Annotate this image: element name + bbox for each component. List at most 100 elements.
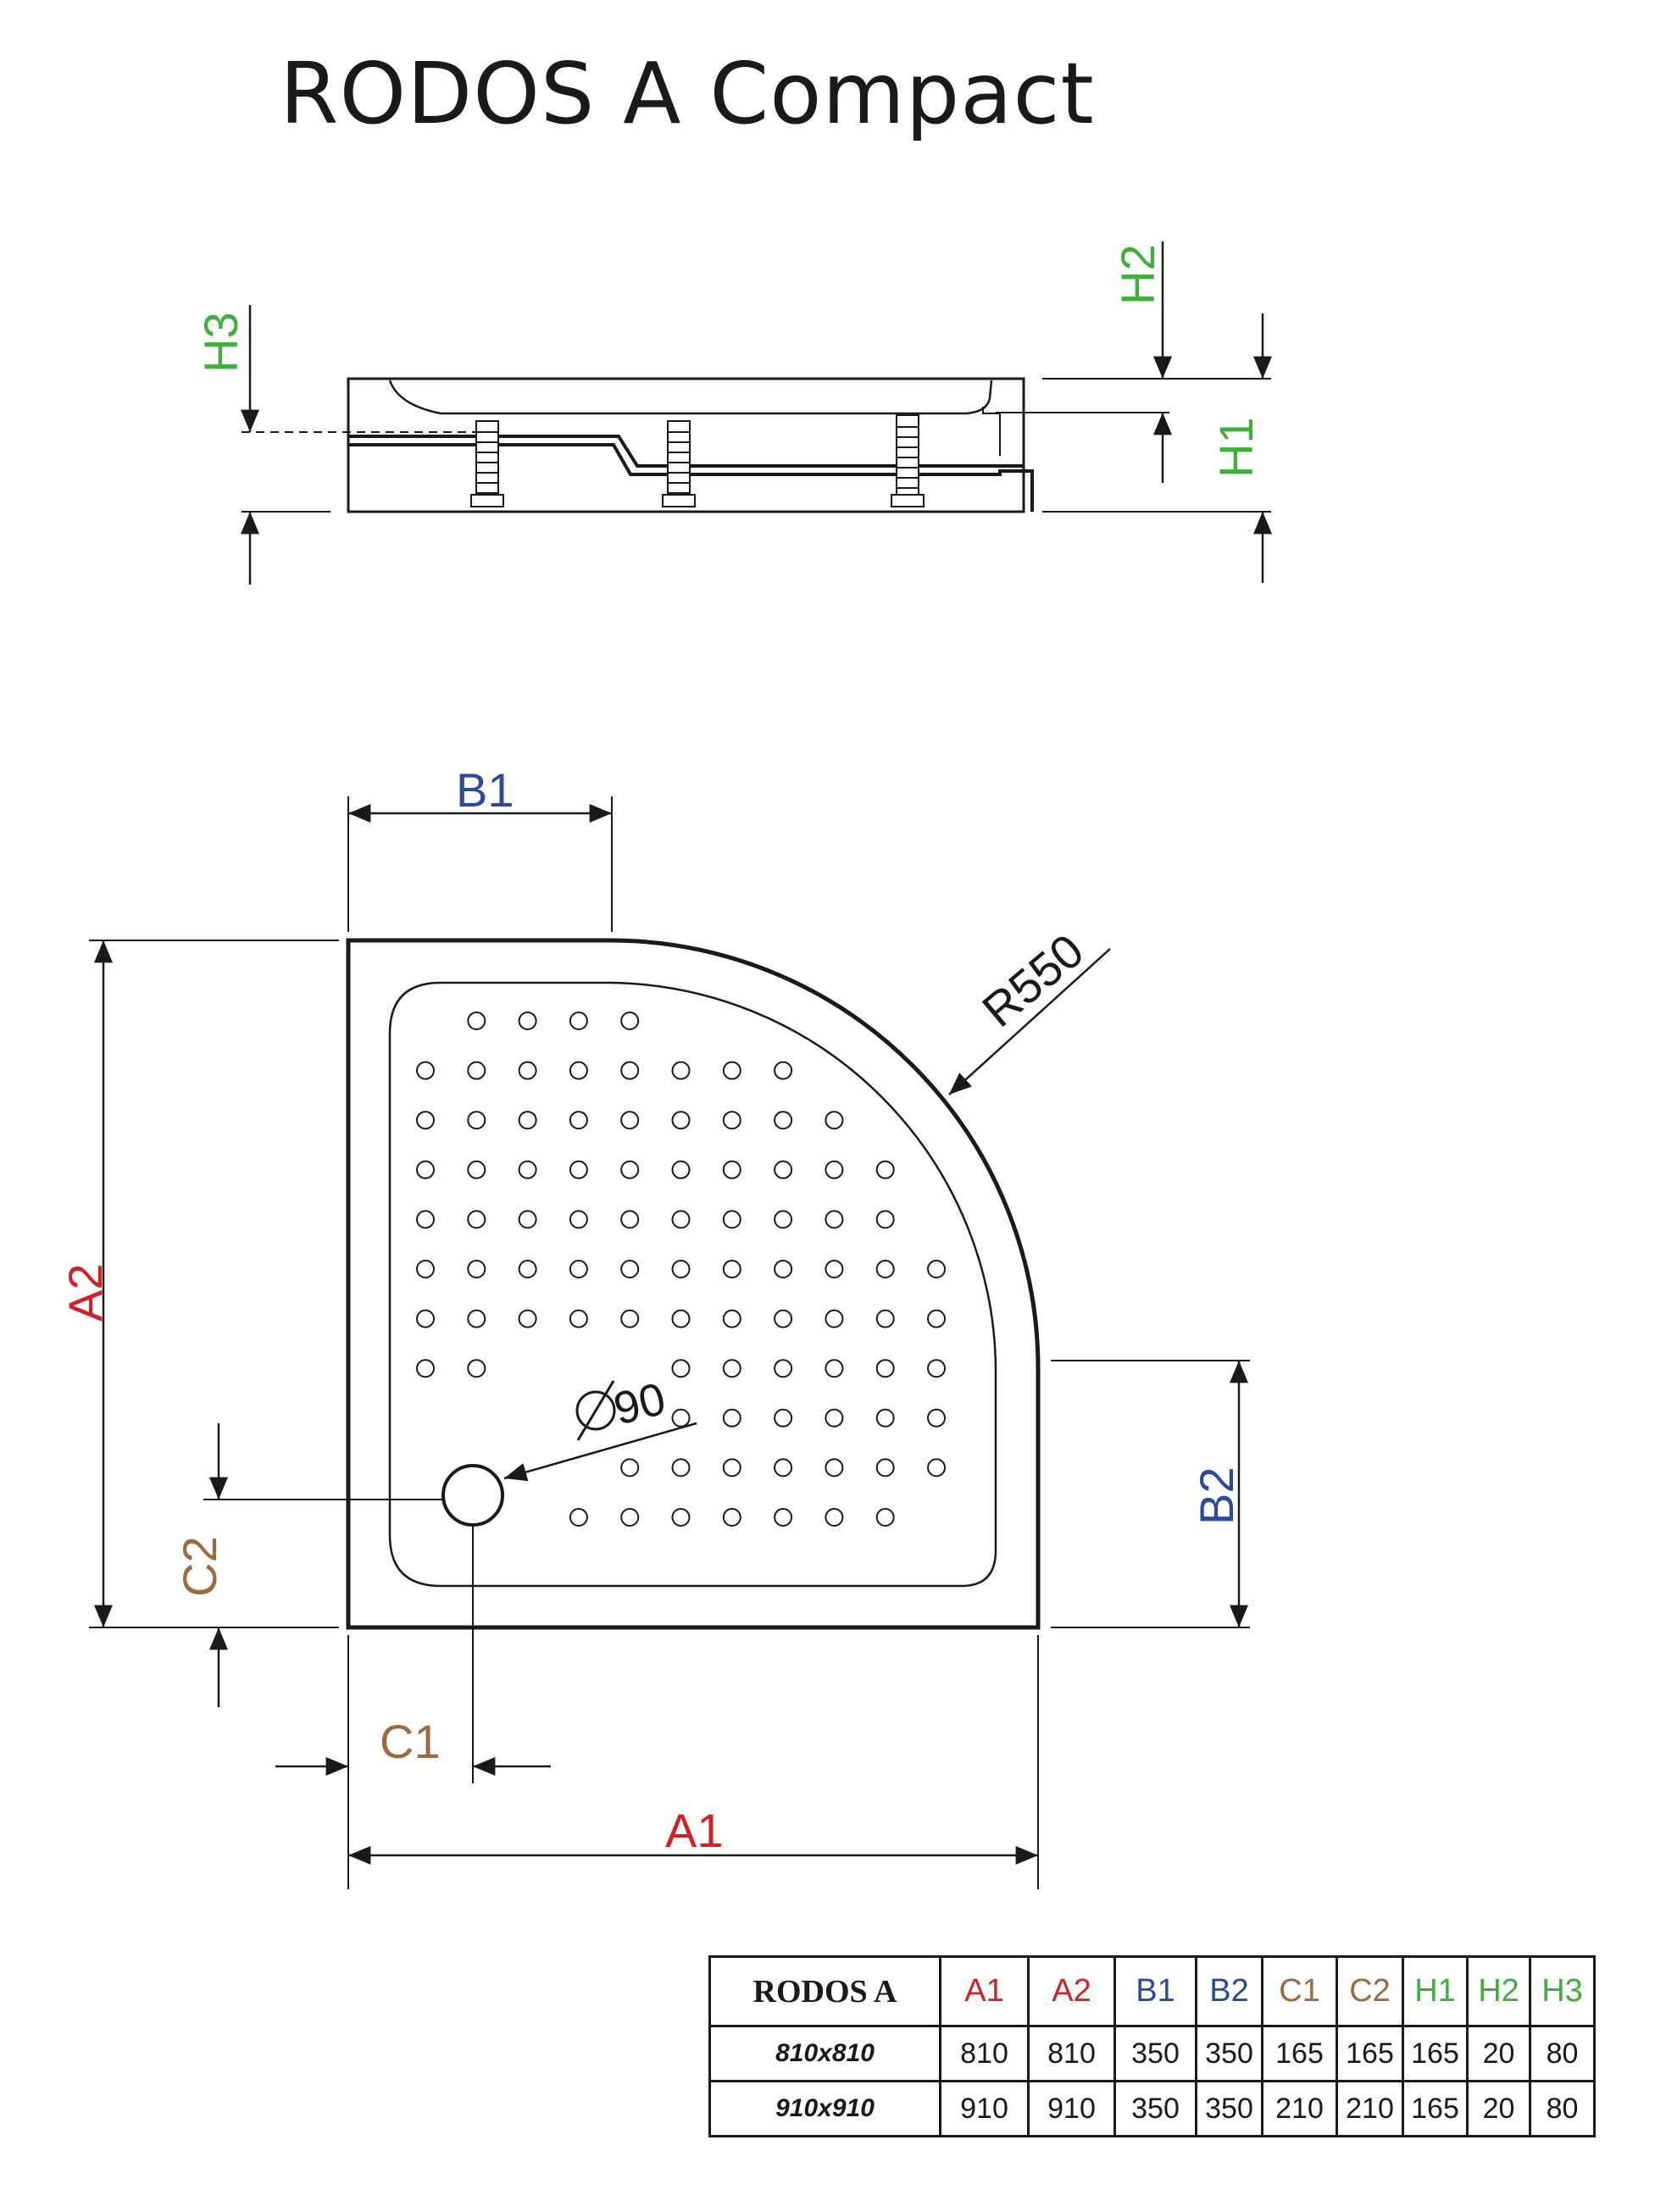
anti-slip-dot: [416, 1309, 435, 1328]
anti-slip-dot: [722, 1359, 741, 1378]
table-cell: 20: [1466, 2025, 1531, 2082]
anti-slip-dot: [875, 1210, 895, 1229]
table-cell: 350: [1195, 2080, 1263, 2137]
top-view: [89, 796, 1250, 1889]
tray-outline: [346, 938, 1041, 1630]
c1-label: C1: [380, 1715, 441, 1768]
anti-slip-dot: [518, 1061, 537, 1080]
anti-slip-dot: [671, 1210, 691, 1229]
anti-slip-dot: [825, 1260, 844, 1278]
column-header: H3: [1529, 1955, 1596, 2027]
b1-label: B1: [456, 763, 514, 817]
anti-slip-dot: [875, 1458, 895, 1477]
anti-slip-dot: [774, 1160, 793, 1179]
anti-slip-dot: [620, 1458, 640, 1477]
adjustable-leg: [891, 414, 925, 507]
tray-side-outline: [347, 377, 1025, 513]
anti-slip-dot: [774, 1458, 793, 1477]
anti-slip-dot: [825, 1111, 844, 1130]
anti-slip-dot: [518, 1111, 537, 1130]
table-cell: 910: [1027, 2080, 1116, 2137]
anti-slip-dot: [774, 1111, 793, 1130]
anti-slip-dot: [569, 1012, 588, 1030]
anti-slip-dot: [620, 1508, 640, 1527]
anti-slip-dot: [927, 1260, 946, 1278]
anti-slip-dot: [569, 1210, 588, 1229]
h2-label: H2: [1111, 244, 1164, 305]
anti-slip-dot: [620, 1160, 640, 1179]
table-cell: 165: [1402, 2080, 1469, 2137]
h3-label: H3: [194, 312, 247, 373]
anti-slip-dot: [722, 1458, 741, 1477]
anti-slip-dot: [518, 1160, 537, 1179]
anti-slip-dot: [620, 1111, 640, 1130]
table-cell: 165: [1336, 2025, 1404, 2082]
anti-slip-dot: [416, 1111, 435, 1130]
diameter-symbol: [575, 1380, 616, 1441]
anti-slip-dot: [416, 1359, 435, 1378]
anti-slip-dot: [467, 1309, 486, 1328]
anti-slip-dot: [671, 1061, 691, 1080]
page-title: RODOS A Compact: [280, 44, 1095, 143]
anti-slip-dot: [467, 1012, 486, 1030]
drain-diameter-label: 90: [608, 1373, 670, 1435]
adjustable-leg: [662, 420, 696, 507]
anti-slip-dot: [875, 1408, 895, 1428]
column-header: B2: [1195, 1955, 1263, 2027]
table-cell: 350: [1195, 2025, 1263, 2082]
anti-slip-dot: [722, 1210, 741, 1229]
table-cell: 810: [939, 2025, 1030, 2082]
anti-slip-dot: [774, 1061, 793, 1080]
anti-slip-dot: [875, 1160, 895, 1179]
anti-slip-dot: [671, 1309, 691, 1328]
column-header: H1: [1402, 1955, 1469, 2027]
anti-slip-dot: [825, 1508, 844, 1527]
anti-slip-dot: [875, 1508, 895, 1527]
anti-slip-dot: [518, 1210, 537, 1229]
model-name-header: RODOS A: [708, 1955, 941, 2027]
anti-slip-dot: [416, 1260, 435, 1278]
column-header: H2: [1466, 1955, 1531, 2027]
anti-slip-dot: [774, 1210, 793, 1229]
anti-slip-dot: [722, 1508, 741, 1527]
column-header: A2: [1027, 1955, 1116, 2027]
column-header: C1: [1261, 1955, 1338, 2027]
anti-slip-dot: [825, 1210, 844, 1229]
anti-slip-dot: [569, 1508, 588, 1527]
column-header: A1: [939, 1955, 1030, 2027]
table-header-row: RODOS A A1 A2 B1 B2 C1 C2 H1 H2 H3: [708, 1955, 1596, 2027]
table-cell: 810: [1027, 2025, 1116, 2082]
h1-label: H1: [1209, 417, 1263, 478]
anti-slip-dots: [416, 1012, 946, 1527]
anti-slip-dot: [620, 1309, 640, 1328]
anti-slip-dot: [416, 1160, 435, 1179]
table-cell: 165: [1402, 2025, 1469, 2082]
anti-slip-dot: [671, 1111, 691, 1130]
table-cell: 80: [1529, 2025, 1596, 2082]
anti-slip-dot: [722, 1408, 741, 1428]
table-cell: 350: [1113, 2080, 1197, 2137]
anti-slip-dot: [722, 1309, 741, 1328]
anti-slip-dot: [825, 1408, 844, 1428]
table-cell: 20: [1466, 2080, 1531, 2137]
anti-slip-dot: [416, 1061, 435, 1080]
anti-slip-dot: [825, 1458, 844, 1477]
anti-slip-dot: [825, 1160, 844, 1179]
anti-slip-dot: [722, 1061, 741, 1080]
column-header: B1: [1113, 1955, 1197, 2027]
anti-slip-dot: [825, 1359, 844, 1378]
anti-slip-dot: [416, 1210, 435, 1229]
anti-slip-dot: [927, 1309, 946, 1328]
anti-slip-dot: [825, 1309, 844, 1328]
anti-slip-dot: [875, 1260, 895, 1278]
anti-slip-dot: [569, 1061, 588, 1080]
anti-slip-dot: [774, 1508, 793, 1527]
tray-basin-profile: [388, 380, 993, 415]
anti-slip-dot: [875, 1309, 895, 1328]
anti-slip-dot: [671, 1359, 691, 1378]
dimensions-table: RODOS A A1 A2 B1 B2 C1 C2 H1 H2 H3 810x8…: [708, 1955, 1596, 2137]
column-header: C2: [1336, 1955, 1404, 2027]
anti-slip-dot: [774, 1260, 793, 1278]
a2-label: A2: [58, 1264, 112, 1322]
